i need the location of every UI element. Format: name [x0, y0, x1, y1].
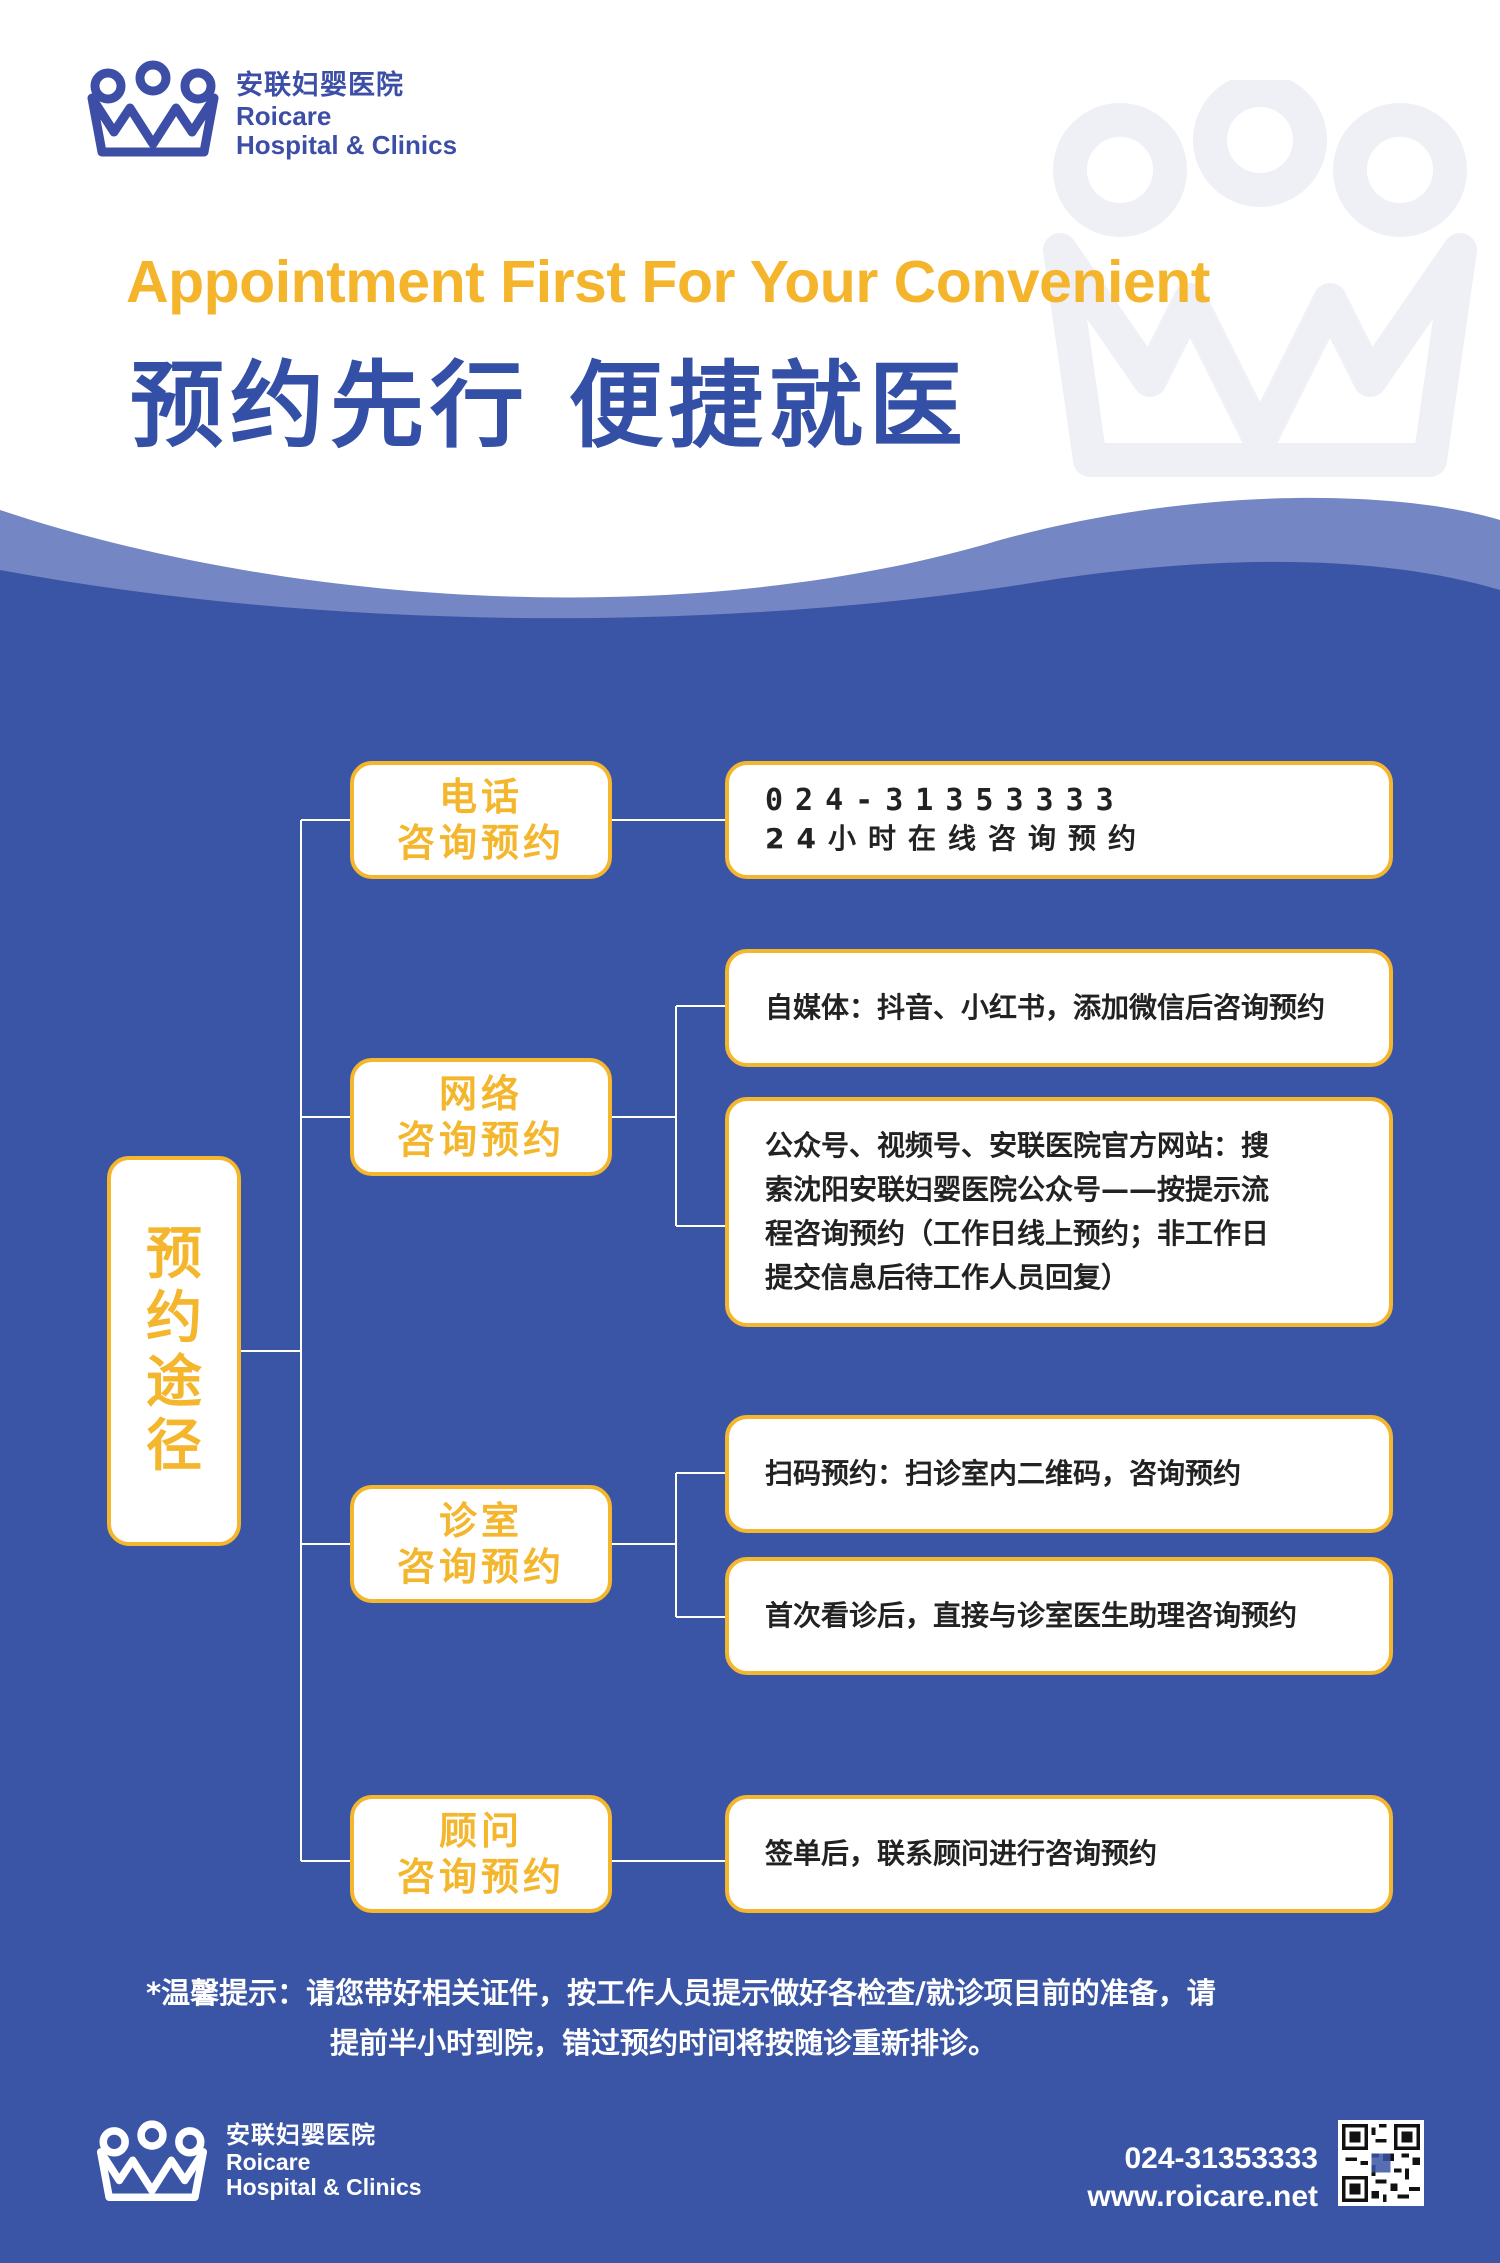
category-phone-title: 电话	[438, 775, 523, 819]
advisor-text: 签单后，联系顾问进行咨询预约	[765, 1837, 1158, 1870]
footer-phone[interactable]: 024-31353333	[1124, 2142, 1318, 2175]
root-appointment-channels: 预 约 途 径	[107, 1156, 241, 1546]
reminder-tip-line-2: 提前半小时到院，错过预约时间将按随诊重新排诊。	[330, 2026, 998, 2060]
footer-brand-name-en-1: Roicare	[226, 2149, 311, 2175]
footer-website[interactable]: www.roicare.net	[1087, 2180, 1318, 2213]
category-clinic-title: 诊室	[438, 1499, 523, 1543]
category-advisor-subtitle: 咨询预约	[396, 1855, 565, 1899]
reminder-tip: *温馨提示：请您带好相关证件，按工作人员提示做好各检查/就诊项目前的准备，请 提…	[146, 1968, 1386, 2068]
detail-clinic-scan: 扫码预约：扫诊室内二维码，咨询预约	[725, 1415, 1393, 1533]
phone-number[interactable]: 024-31353333	[765, 783, 1126, 818]
brand-name-footer: 安联妇婴医院 Roicare Hospital & Clinics	[226, 2122, 422, 2200]
footer-contact: 024-31353333 www.roicare.net	[1087, 2140, 1318, 2216]
header-section: 安联妇婴医院 Roicare Hospital & Clinics Appoin…	[0, 0, 1500, 640]
footer-brand-name-cn: 安联妇婴医院	[226, 2122, 376, 2149]
detail-advisor: 签单后，联系顾问进行咨询预约	[725, 1795, 1393, 1913]
detail-online-social: 自媒体：抖音、小红书，添加微信后咨询预约	[725, 949, 1393, 1067]
category-advisor-title: 顾问	[438, 1809, 523, 1853]
category-phone-subtitle: 咨询预约	[396, 821, 565, 865]
brand-name-top: 安联妇婴医院 Roicare Hospital & Clinics	[236, 68, 457, 160]
online-official-line-4: 提交信息后待工作人员回复）	[765, 1261, 1130, 1294]
online-official-line-1: 公众号、视频号、安联医院官方网站：搜	[765, 1129, 1270, 1162]
crown-logo-icon	[87, 60, 219, 157]
online-official-line-3: 程咨询预约（工作日线上预约；非工作日	[765, 1217, 1270, 1250]
online-social-text: 自媒体：抖音、小红书，添加微信后咨询预约	[765, 991, 1326, 1024]
headline-english: Appointment First For Your Convenient	[126, 249, 1210, 315]
online-official-line-2: 索沈阳安联妇婴医院公众号——按提示流	[765, 1173, 1270, 1206]
qr-code-icon[interactable]	[1338, 2120, 1424, 2206]
root-char-3: 途	[146, 1350, 202, 1415]
crown-watermark-icon	[1043, 80, 1477, 477]
detail-online-official: 公众号、视频号、安联医院官方网站：搜 索沈阳安联妇婴医院公众号——按提示流 程咨…	[725, 1097, 1393, 1327]
brand-name-en-1: Roicare	[236, 101, 332, 131]
category-phone: 电话 咨询预约	[350, 761, 612, 879]
root-char-4: 径	[146, 1414, 202, 1479]
category-online: 网络 咨询预约	[350, 1058, 612, 1176]
category-clinic-subtitle: 咨询预约	[396, 1545, 565, 1589]
detail-clinic-assistant: 首次看诊后，直接与诊室医生助理咨询预约	[725, 1557, 1393, 1675]
clinic-assistant-text: 首次看诊后，直接与诊室医生助理咨询预约	[765, 1599, 1298, 1632]
brand-name-cn: 安联妇婴医院	[236, 70, 404, 100]
category-online-subtitle: 咨询预约	[396, 1118, 565, 1162]
category-clinic: 诊室 咨询预约	[350, 1485, 612, 1603]
crown-logo-footer-icon	[96, 2120, 208, 2202]
reminder-tip-line-1: *温馨提示：请您带好相关证件，按工作人员提示做好各检查/就诊项目前的准备，请	[146, 1976, 1216, 2010]
clinic-scan-text: 扫码预约：扫诊室内二维码，咨询预约	[765, 1457, 1242, 1490]
headline-chinese: 预约先行 便捷就医	[130, 352, 969, 461]
brand-name-en-2: Hospital & Clinics	[236, 130, 458, 160]
phone-hours: 24小时在线咨询预约	[765, 822, 1148, 855]
root-char-1: 预	[146, 1222, 202, 1287]
detail-phone: 024-31353333 24小时在线咨询预约	[725, 761, 1393, 879]
category-advisor: 顾问 咨询预约	[350, 1795, 612, 1913]
root-char-2: 约	[146, 1286, 202, 1351]
footer-brand-name-en-2: Hospital & Clinics	[226, 2174, 422, 2200]
category-online-title: 网络	[438, 1072, 523, 1116]
